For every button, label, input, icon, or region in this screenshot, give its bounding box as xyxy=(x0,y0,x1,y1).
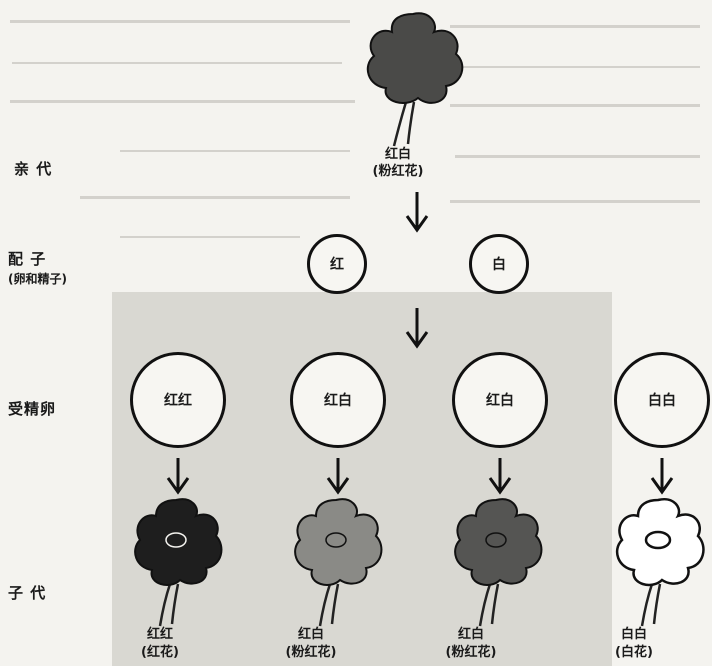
offspring-genotype: 红红 xyxy=(146,627,173,642)
offspring-genotype: 红白 xyxy=(297,627,324,642)
offspring-flower-icon xyxy=(454,498,543,627)
zygote-label: 白白 xyxy=(648,393,676,409)
parent-phenotype: (粉红花) xyxy=(372,164,424,179)
parent-flower-bloom xyxy=(366,12,464,104)
zygote-label: 红白 xyxy=(486,393,514,409)
offspring-flower-bloom xyxy=(134,498,223,586)
offspring-phenotype: (红花) xyxy=(141,645,179,660)
offspring-genotype: 白白 xyxy=(620,627,647,642)
offspring-flower-bloom xyxy=(454,498,543,586)
offspring-flower-icon xyxy=(294,498,383,627)
zygote-label: 红白 xyxy=(324,393,352,409)
parent-genotype: 红白 xyxy=(384,147,411,162)
offspring-phenotype: (粉红花) xyxy=(445,645,497,660)
offspring-phenotype: (粉红花) xyxy=(285,645,337,660)
gamete-circle-white: 白 xyxy=(469,234,529,294)
zygote-circle: 红红 xyxy=(130,352,226,448)
arrow-down-icon xyxy=(488,458,512,495)
offspring-flower-bloom xyxy=(294,498,383,586)
zygote-circle: 红白 xyxy=(290,352,386,448)
offspring-phenotype: (白花) xyxy=(615,645,653,660)
offspring-flower-bloom xyxy=(615,497,705,587)
gamete-circle-red: 红 xyxy=(307,234,367,294)
offspring-flower-icon xyxy=(615,497,705,627)
zygote-label: 红红 xyxy=(164,393,192,409)
row-label-parent: 亲 代 xyxy=(14,160,53,178)
offspring-flower-icon xyxy=(134,498,223,627)
gamete-label: 白 xyxy=(492,257,506,273)
arrow-down-icon xyxy=(650,458,674,495)
offspring-genotype: 红白 xyxy=(457,627,484,642)
zygote-circle: 红白 xyxy=(452,352,548,448)
row-label-gamete-sub: (卵和精子) xyxy=(8,272,67,286)
gamete-label: 红 xyxy=(330,257,344,273)
arrow-down-icon xyxy=(405,308,429,349)
row-label-offspring: 子 代 xyxy=(8,584,47,602)
zygote-circle: 白白 xyxy=(614,352,710,448)
row-label-zygote: 受精卵 xyxy=(8,400,57,418)
arrow-down-icon xyxy=(326,458,350,495)
arrow-down-icon xyxy=(405,192,429,233)
arrow-down-icon xyxy=(166,458,190,495)
parent-flower-icon xyxy=(366,12,464,147)
row-label-gamete: 配 子 xyxy=(8,250,47,268)
